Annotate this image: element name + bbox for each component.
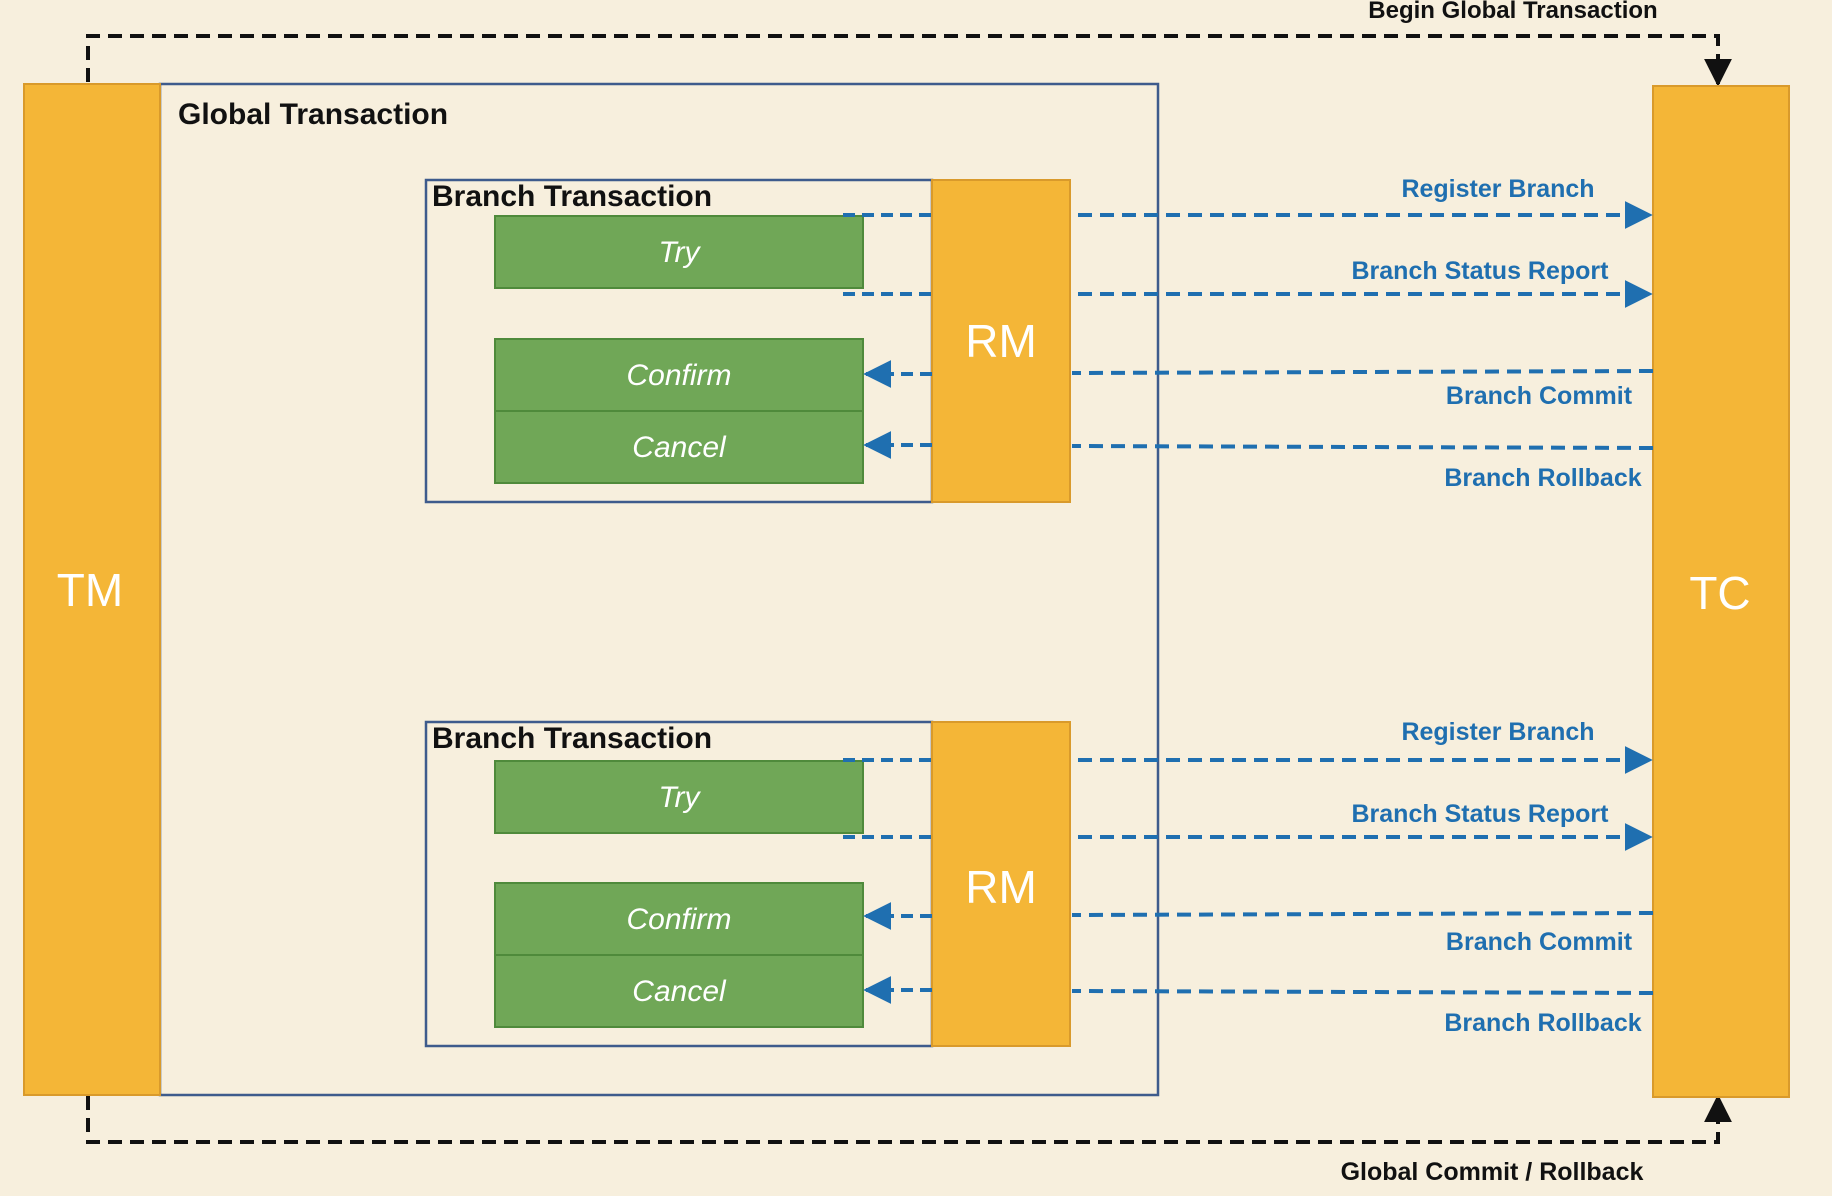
tc-label: TC xyxy=(1689,567,1750,619)
rm-label: RM xyxy=(965,861,1037,913)
branch-rollback-line xyxy=(1071,989,1654,995)
global-transaction-label: Global Transaction xyxy=(178,98,448,131)
try-box xyxy=(494,215,864,289)
branch-rollback-label: Branch Rollback xyxy=(1444,1009,1641,1037)
confirm-label: Confirm xyxy=(626,359,731,392)
rm-box xyxy=(931,721,1071,1047)
cancel-label: Cancel xyxy=(632,431,727,464)
branch-rollback-label: Branch Rollback xyxy=(1444,464,1641,492)
branch-commit-label: Branch Commit xyxy=(1446,928,1633,956)
branch-commit-label: Branch Commit xyxy=(1446,382,1633,410)
branch-title: Branch Transaction xyxy=(432,722,712,755)
status-report-label: Branch Status Report xyxy=(1352,257,1610,285)
branch-title: Branch Transaction xyxy=(432,180,712,213)
confirm-box xyxy=(494,882,864,956)
begin-global-arrow xyxy=(86,34,1732,87)
try-label: Try xyxy=(658,236,701,269)
branch-transaction-1: Branch Transaction Try Confirm Cancel RM… xyxy=(424,175,1654,504)
begin-global-label: Begin Global Transaction xyxy=(1368,0,1657,24)
global-commit-label: Global Commit / Rollback xyxy=(1341,1158,1644,1186)
tc-column xyxy=(1652,85,1790,1098)
branch-commit-line xyxy=(1071,369,1654,375)
rm-box xyxy=(931,179,1071,503)
status-report-label: Branch Status Report xyxy=(1352,800,1610,828)
tm-column xyxy=(23,83,161,1096)
branch-rollback-line xyxy=(1071,444,1654,450)
try-box xyxy=(494,760,864,834)
global-commit-arrow xyxy=(86,1094,1732,1144)
cancel-box xyxy=(494,410,864,484)
branch-commit-line xyxy=(1071,911,1654,917)
confirm-label: Confirm xyxy=(626,903,731,936)
cancel-label: Cancel xyxy=(632,975,727,1008)
rm-label: RM xyxy=(965,315,1037,367)
cancel-box xyxy=(494,954,864,1028)
branch-transaction-2: Branch Transaction Try Confirm Cancel RM… xyxy=(424,718,1654,1048)
register-branch-label: Register Branch xyxy=(1401,175,1594,203)
register-branch-label: Register Branch xyxy=(1401,718,1594,746)
tm-label: TM xyxy=(57,564,123,616)
try-label: Try xyxy=(658,781,701,814)
